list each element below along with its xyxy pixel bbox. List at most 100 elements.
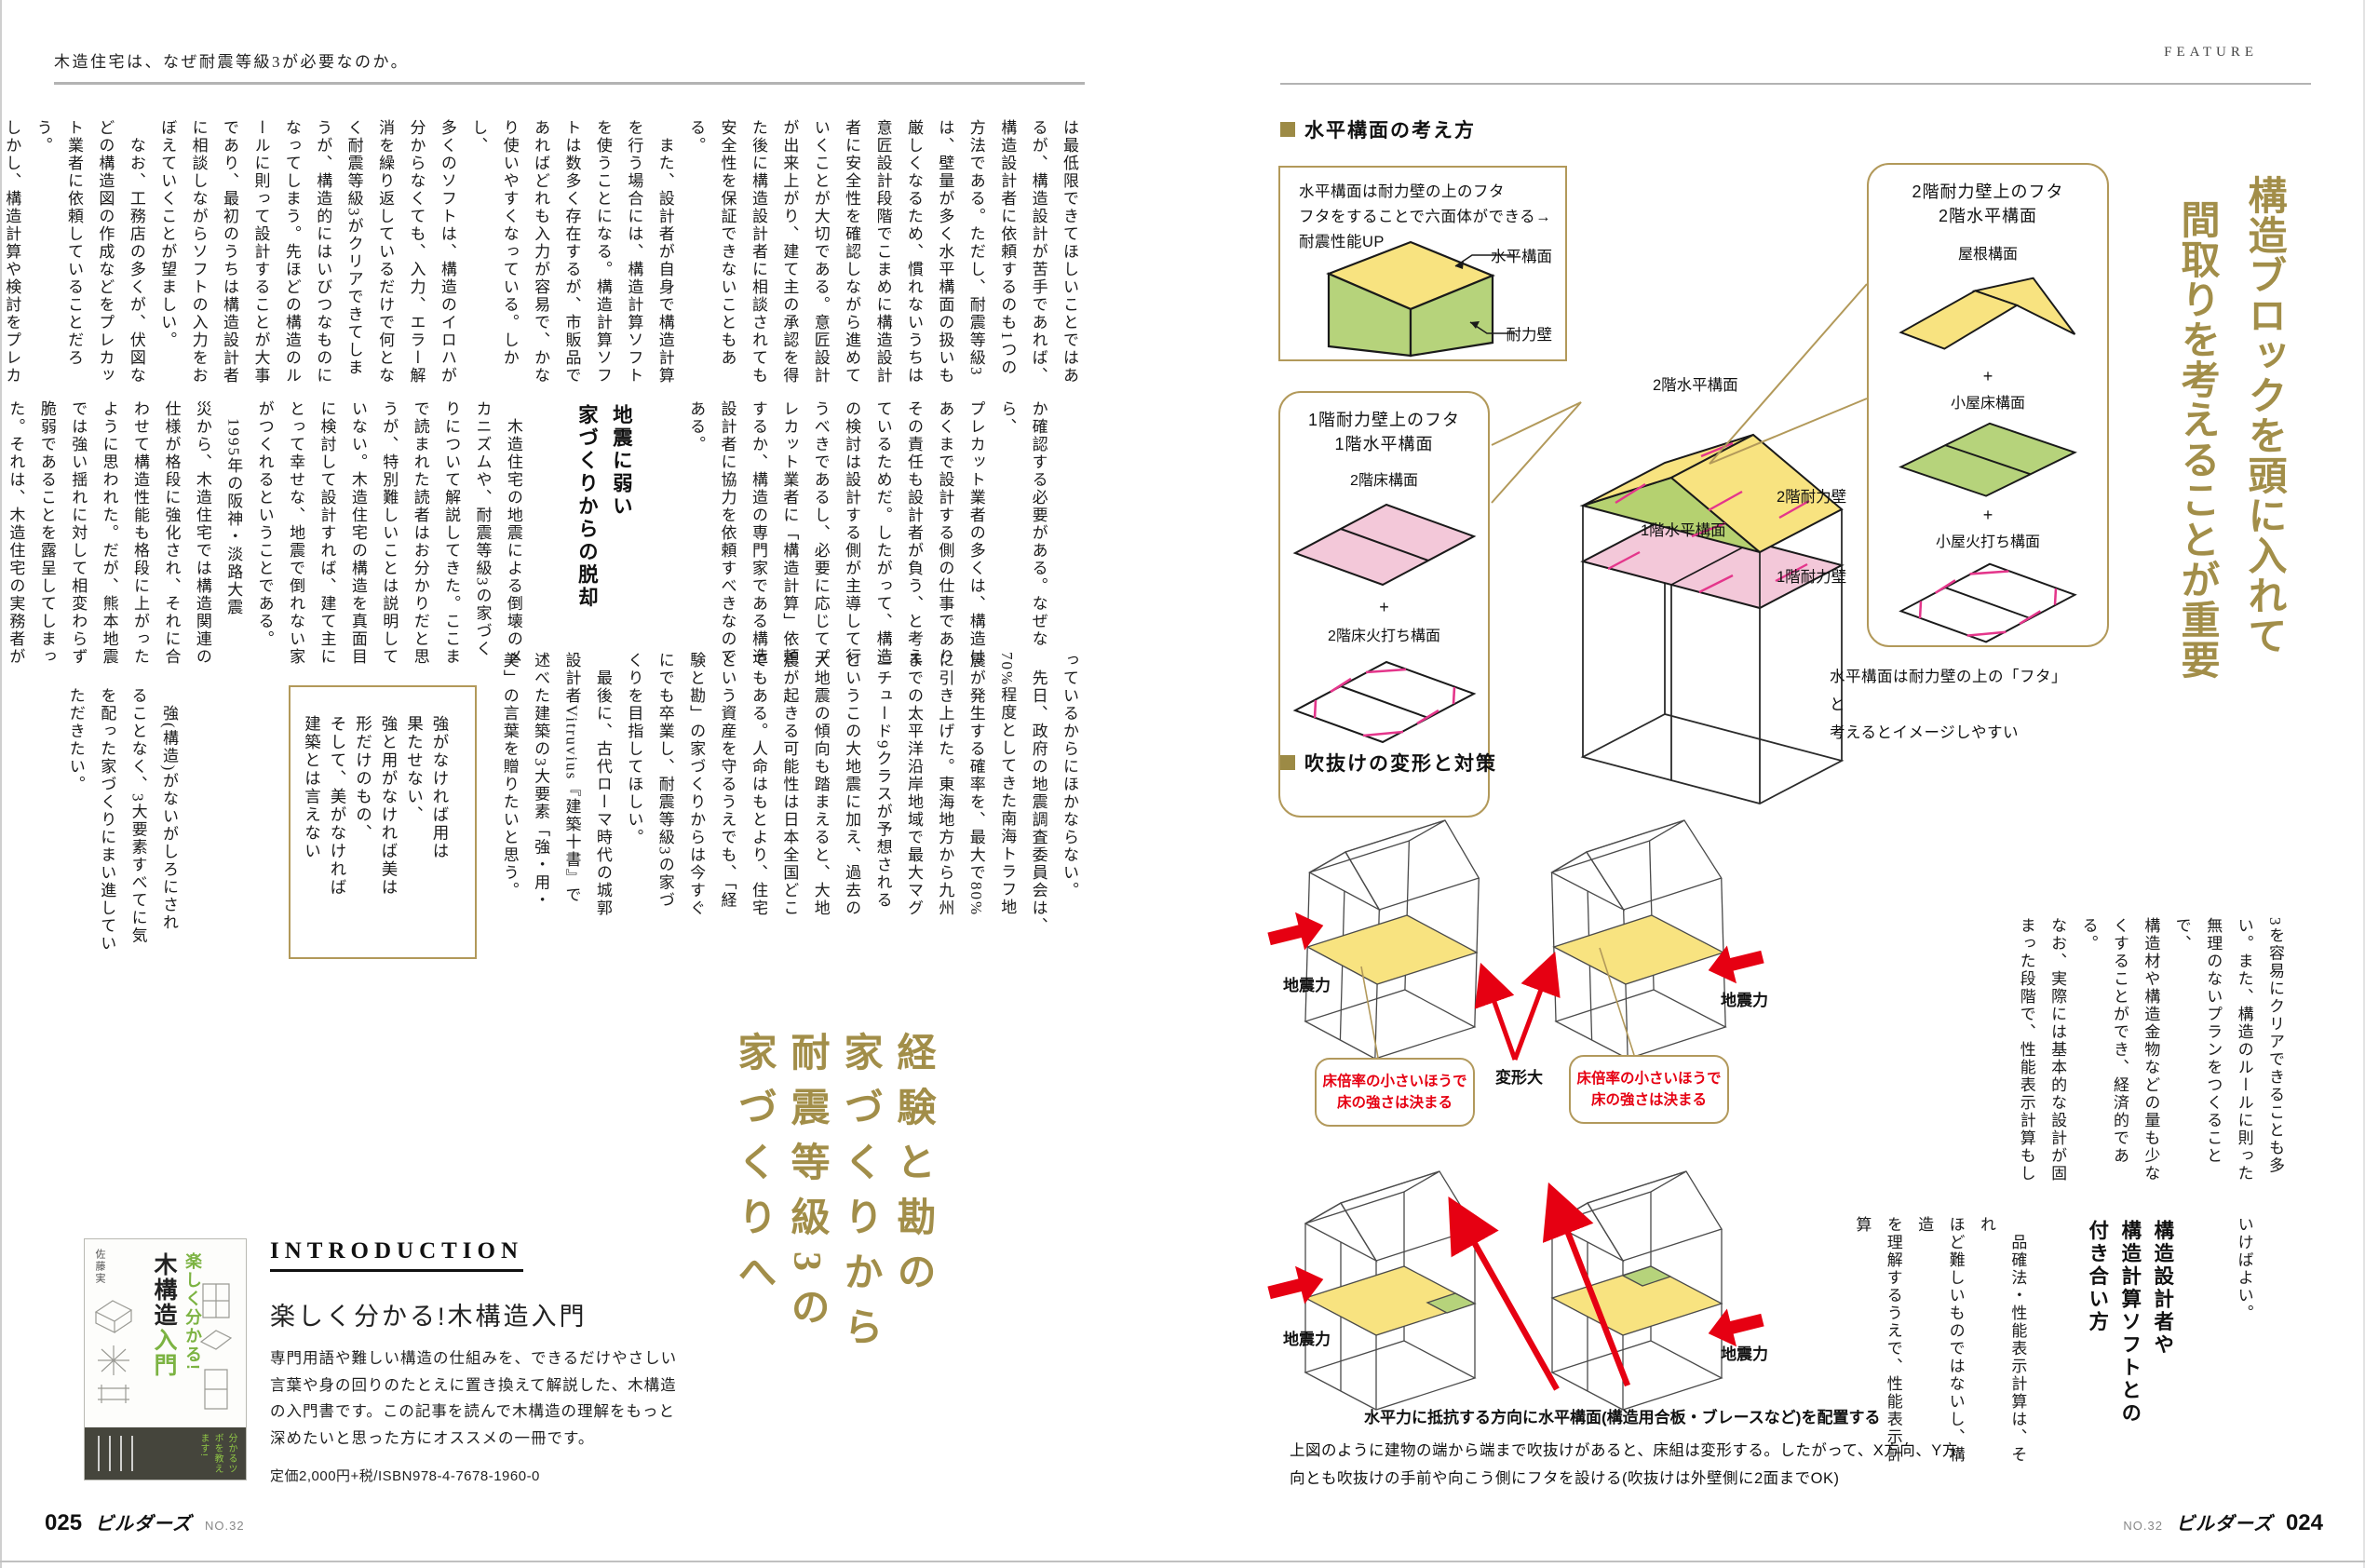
band-decoration bbox=[109, 1436, 111, 1471]
left-running-head: 木造住宅は、なぜ耐震等級3が必要なのか。 bbox=[54, 53, 410, 71]
box-c-title: 2階耐力壁上のフタ 2階水平構面 bbox=[1912, 182, 2064, 225]
page-edge bbox=[0, 0, 2, 1568]
left-footer: 025 ビルダーズ NO.32 bbox=[45, 1508, 245, 1536]
section1-title: 水平構面の考え方 bbox=[1304, 120, 1476, 142]
brace-plane-diagram bbox=[1292, 660, 1476, 744]
floor-ratio-callout-text: 床倍率の小さいほうで 床の強さは決まる bbox=[1322, 1074, 1467, 1111]
plus-sign: + bbox=[1982, 505, 1993, 524]
body-text-tier3: っているからにほかならない。 先日、政府の地震調査委員会は、 70%程度としてき… bbox=[500, 652, 1078, 935]
label-2f-bearing-wall: 2階耐力壁 bbox=[1777, 489, 1847, 506]
left-page: 木造住宅は、なぜ耐震等級3が必要なのか。 は最低限できてほしいことではあ るが、… bbox=[0, 0, 1182, 1568]
void-house-3 bbox=[1304, 1170, 1477, 1411]
section2-heading: 吹抜けの変形と対策 bbox=[1280, 749, 1497, 777]
roof-plane-diagram bbox=[1899, 277, 2076, 350]
section2-title: 吹抜けの変形と対策 bbox=[1304, 753, 1497, 775]
pull-quote-heading: 経験と勘の 家づくりから 耐震等級3の 家づくりへ bbox=[732, 1032, 934, 1361]
body-text-tier2: か確認する必要がある。なぜなら、 プレカット業者の多くは、構造は あくまで設計す… bbox=[0, 400, 1085, 678]
book-cover-title: 楽しく分かる! 木構造入門 bbox=[147, 1252, 205, 1378]
label-attic-floor-plane: 小屋床構面 bbox=[1950, 396, 2025, 412]
body-b-lines: 品確法・性能表示計算は、それ ほど難しいものではないし、構造 を理解するうえで、… bbox=[1853, 1216, 2027, 1464]
box-b-title: 1階耐力壁上のフタ 1階水平構面 bbox=[1307, 411, 1460, 453]
label-1f-horizontal-plane: 1階水平構面 bbox=[1641, 522, 1726, 539]
issue-number: NO.32 bbox=[205, 1519, 245, 1533]
label-bearing-wall: 耐力壁 bbox=[1506, 327, 1553, 344]
label-2f-floor-plane: 2階床構面 bbox=[1350, 473, 1418, 489]
vitruvius-quote-box: 強がなければ用は 果たせない、 強と用がなければ美は 形だけのもの、 そして、美… bbox=[289, 685, 477, 959]
book-illustration bbox=[199, 1283, 233, 1410]
book-cover: 佐藤実 楽しく分かる! 木構造入門 分かるツボを教えます! bbox=[84, 1238, 247, 1480]
label-1f-bearing-wall: 1階耐力壁 bbox=[1777, 569, 1847, 586]
square-bullet-icon bbox=[1280, 755, 1295, 770]
cube-box-text: 水平構面は耐力壁の上のフタ フタをすることで六面体ができる→耐震性能UP bbox=[1299, 183, 1552, 250]
void-house-2 bbox=[1550, 819, 1727, 1060]
plus-sign: + bbox=[1379, 598, 1389, 616]
second-floor-lid-box: 2階耐力壁上のフタ 2階水平構面 屋根構面 + 小屋床構面 + 小屋火打ち構面 bbox=[1867, 163, 2109, 647]
book-cover-title-line1: 楽しく分かる! bbox=[183, 1252, 202, 1372]
left-page-number: 025 bbox=[45, 1510, 83, 1535]
article-title-line2: 間取りを考えることが重要 bbox=[2175, 199, 2218, 680]
section1-heading: 水平構面の考え方 bbox=[1280, 115, 1476, 143]
page-edge bbox=[0, 1561, 2365, 1562]
right-body-text-a: 3を容易にクリアできることも多 い。また、構造のルールに則った 無理のないプラン… bbox=[2017, 917, 2284, 1183]
void-house-1 bbox=[1304, 819, 1480, 1060]
right-page: FEATURE 構造ブロックを頭に入れて 間取りを考えることが重要 水平構面の考… bbox=[1182, 0, 2365, 1568]
tier2-after: 木造住宅の地震による倒壊のメ カニズムや、耐震等級3の家づく りについて解説して… bbox=[7, 400, 522, 666]
article-title-line1: 構造ブロックを頭に入れて bbox=[2242, 175, 2285, 656]
issue-number: NO.32 bbox=[2123, 1519, 2163, 1533]
band-decoration bbox=[131, 1436, 133, 1471]
right-footer: NO.32 ビルダーズ 024 bbox=[2123, 1508, 2323, 1536]
large-deformation-label: 変形大 bbox=[1495, 1069, 1543, 1087]
feature-label: FEATURE bbox=[2164, 45, 2258, 60]
subheading-structural-designers: 構造設計者や 構造計算ソフトとの 付き合い方 bbox=[2086, 1220, 2174, 1426]
seismic-force-label: 地震力 bbox=[1283, 977, 1331, 994]
introduction-book-title: 楽しく分かる!木構造入門 bbox=[270, 1303, 588, 1331]
label-attic-brace-plane: 小屋火打ち構面 bbox=[1935, 534, 2040, 550]
seismic-force-label: 地震力 bbox=[1721, 1345, 1768, 1363]
body-text-tier3-left: 強(構造)がないがしろにされ ることなく、3大要素すべてに気 を配った家づくりに… bbox=[66, 687, 178, 953]
pink-floor-plane-diagram bbox=[1292, 503, 1476, 587]
book-cover-title-line2: 木構造入門 bbox=[151, 1252, 177, 1378]
page-edge bbox=[2363, 0, 2365, 1568]
introduction-price: 定価2,000円+税/ISBN978-4-7678-1960-0 bbox=[270, 1468, 540, 1484]
label-2f-horizontal-plane: 2階水平構面 bbox=[1653, 377, 1738, 394]
seismic-force-label: 地震力 bbox=[1283, 1331, 1331, 1348]
body-text-tier1: は最低限できてほしいことではあ るが、構造設計が苦手であれば、 構造設計者に依頼… bbox=[3, 119, 1078, 385]
introduction-label: INTRODUCTION bbox=[270, 1238, 524, 1272]
central-house-diagram bbox=[1579, 433, 1845, 804]
green-floor-plane-diagram bbox=[1899, 422, 2077, 497]
header-rule bbox=[1280, 83, 2311, 85]
section-heading-earthquake-weak: 地震に弱い 家づくりからの脱却 bbox=[575, 404, 633, 610]
floor-ratio-callout: 床倍率の小さいほうで 床の強さは決まる bbox=[1315, 1058, 1475, 1127]
magazine-logo: ビルダーズ bbox=[95, 1514, 193, 1534]
seismic-force-label: 地震力 bbox=[1721, 992, 1768, 1009]
right-body-text-b: いけばよい。 構造設計者や 構造計算ソフトとの 付き合い方 品確法・性能表示計算… bbox=[1816, 1216, 2291, 1466]
label-horizontal-plane: 水平構面 bbox=[1491, 249, 1552, 265]
horizontal-plane-placement-label: 水平力に抵抗する方向に水平構面(構造用合板・ブレースなど)を配置する bbox=[1364, 1409, 1881, 1426]
section2-caption: 上図のように建物の端から端まで吹抜けがあると、床組は変形する。したがって、X方向… bbox=[1290, 1442, 1958, 1487]
cube-diagram bbox=[1326, 240, 1515, 358]
floor-ratio-callout: 床倍率の小さいほうで 床の強さは決まる bbox=[1569, 1055, 1729, 1124]
label-roof-plane: 屋根構面 bbox=[1957, 247, 2018, 263]
label-2f-floor-brace-plane: 2階床火打ち構面 bbox=[1328, 629, 1440, 644]
header-rule bbox=[54, 82, 1085, 85]
first-floor-lid-box: 1階耐力壁上のフタ 1階水平構面 2階床構面 + 2階床火打ち構面 bbox=[1278, 391, 1490, 818]
book-cover-band-text: 分かるツボを教えます! bbox=[198, 1433, 236, 1474]
floor-ratio-callout-text: 床倍率の小さいほうで 床の強さは決まる bbox=[1576, 1071, 1722, 1108]
brace-plane-diagram bbox=[1899, 562, 2077, 643]
introduction-body: 専門用語や難しい構造の仕組みを、できるだけやさしい 言葉や身の回りのたとえに置き… bbox=[270, 1350, 678, 1447]
book-cover-band: 分かるツボを教えます! bbox=[85, 1427, 246, 1480]
book-illustration bbox=[94, 1300, 133, 1403]
book-author: 佐藤実 bbox=[94, 1249, 105, 1285]
vitruvius-quote: 強がなければ用は 果たせない、 強と用がなければ美は 形だけのもの、 そして、美… bbox=[303, 715, 451, 897]
magazine-logo: ビルダーズ bbox=[2175, 1514, 2273, 1534]
plus-sign: + bbox=[1982, 367, 1993, 386]
section1-caption: 水平構面は耐力壁の上の「フタ」と 考えるとイメージしやすい bbox=[1830, 669, 2060, 741]
right-page-number: 024 bbox=[2285, 1510, 2323, 1535]
tier2-before: か確認する必要がある。なぜなら、 プレカット業者の多くは、構造は あくまで設計す… bbox=[687, 400, 1047, 666]
body-b-opening: いけばよい。 bbox=[2235, 1216, 2253, 1322]
cube-diagram-box: 水平構面は耐力壁の上のフタ フタをすることで六面体ができる→耐震性能UP 水平構… bbox=[1278, 166, 1567, 361]
band-decoration bbox=[98, 1436, 100, 1471]
square-bullet-icon bbox=[1280, 122, 1295, 137]
void-house-4 bbox=[1550, 1170, 1723, 1411]
